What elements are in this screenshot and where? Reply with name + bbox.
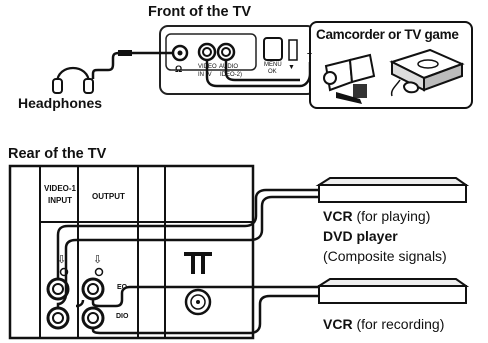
vcr-recording-label-bold: VCR [323, 316, 353, 332]
front-menu-label-1: MENU [264, 62, 282, 68]
vcr-playing-label: VCR (for playing) [323, 208, 430, 224]
headphones-label: Headphones [18, 95, 103, 111]
headphone-cable [91, 51, 172, 79]
front-menu-button [263, 37, 283, 61]
rear-record-cable-outer [91, 285, 319, 308]
rear-input-arrow-icon: ⇩ [57, 254, 67, 266]
camcorder-box-label: Camcorder or TV game [316, 27, 459, 42]
game-console-icon [389, 48, 465, 97]
vcr-recording-label-rest: (for recording) [352, 316, 445, 332]
vcr-playing-device [315, 177, 470, 203]
vcr-recording-label: VCR (for recording) [323, 316, 444, 332]
rear-record-cable-inner [91, 294, 319, 335]
headphones-icon [52, 67, 94, 94]
front-audio-cable [224, 60, 300, 82]
rear-tv-panel [8, 164, 255, 340]
rear-video-label: EO [117, 284, 128, 291]
camcorder-icon [323, 53, 376, 104]
rear-play-cable-outer [56, 188, 319, 279]
vcr-playing-label-bold: VCR [323, 208, 353, 224]
vcr-recording-device [315, 278, 470, 304]
rear-input-header-2: INPUT [48, 196, 72, 205]
front-video-label-1: VIDEO [198, 64, 217, 70]
minus-symbol: – [307, 48, 313, 58]
dvd-player-label: DVD player [323, 228, 398, 244]
rear-output-header: OUTPUT [92, 192, 125, 201]
front-video-label-2: IN (V [198, 72, 212, 78]
front-tv-panel [159, 25, 316, 95]
front-menu-label-2: OK [268, 69, 277, 75]
rear-output-arrow-icon: ⇩ [93, 254, 103, 266]
composite-signals-label: (Composite signals) [323, 248, 447, 264]
rear-tv-title: Rear of the TV [8, 146, 107, 162]
rear-play-cable-inner [56, 195, 319, 308]
vcr-playing-label-rest: (for playing) [352, 208, 431, 224]
rear-audio-label: DIO [116, 313, 129, 320]
headphone-jack-symbol: Ω [175, 64, 183, 74]
rear-input-header-1: VIDEO-1 [44, 184, 77, 193]
antenna-symbol-icon [184, 252, 212, 274]
down-arrow-icon: ▼ [288, 64, 295, 71]
front-tv-title: Front of the TV [148, 4, 252, 20]
front-audio-label-1: AUDIO [219, 64, 239, 70]
front-audio-label-2: IDEO-2) [220, 72, 243, 78]
camcorder-box [309, 21, 473, 109]
